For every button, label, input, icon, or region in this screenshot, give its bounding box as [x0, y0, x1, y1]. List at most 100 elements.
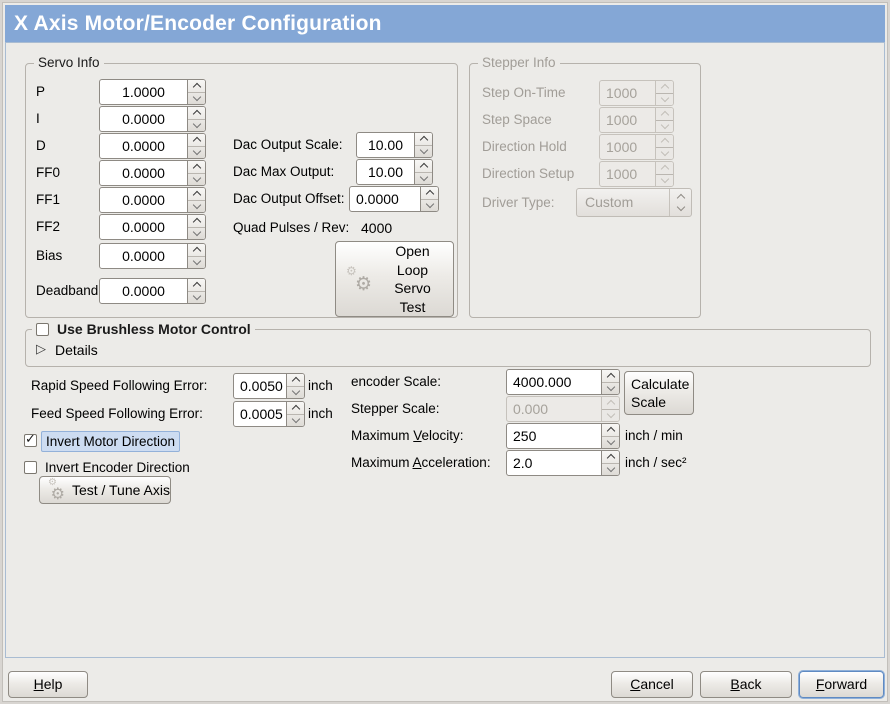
dac-output-offset-value[interactable]: 0.0000 [356, 191, 399, 207]
test-tune-axis-label: Test / Tune Axis [71, 482, 170, 498]
spin-up-button[interactable] [415, 133, 432, 145]
invert-encoder-direction-checkbox[interactable] [24, 461, 37, 474]
spin-up-button[interactable] [602, 424, 619, 436]
use-brushless-checkbox[interactable] [36, 323, 49, 336]
maximum-velocity-spinbox[interactable]: 250 [506, 423, 620, 449]
ff1-spinbox[interactable]: 0.0000 [99, 187, 206, 213]
dac-max-output-spinbox[interactable]: 10.00 [356, 159, 433, 185]
help-button[interactable]: Help [8, 671, 88, 698]
spin-buttons [655, 135, 673, 159]
spin-down-button[interactable] [188, 118, 205, 132]
open-loop-servo-test-button[interactable]: ⚙ ⚙ Open Loop Servo Test [335, 241, 454, 317]
spin-down-button[interactable] [602, 462, 619, 476]
up-arrow-icon [291, 377, 300, 386]
i-value[interactable]: 0.0000 [122, 111, 165, 127]
down-arrow-icon [291, 386, 300, 395]
spin-down-button[interactable] [188, 172, 205, 186]
dac-max-output-value[interactable]: 10.00 [367, 164, 404, 180]
spin-down-button[interactable] [415, 144, 432, 158]
spin-down-button[interactable] [188, 199, 205, 213]
spin-up-button[interactable] [415, 160, 432, 172]
spin-down-button[interactable] [188, 255, 205, 269]
maximum-velocity-value[interactable]: 250 [513, 428, 537, 444]
spin-up-button[interactable] [188, 244, 205, 256]
spin-down-button[interactable] [602, 435, 619, 449]
maximum-acceleration-unit: inch / sec² [625, 455, 687, 470]
spin-down-button[interactable] [188, 145, 205, 159]
spin-up-button[interactable] [188, 161, 205, 173]
i-spin-buttons [187, 107, 205, 131]
ff0-value[interactable]: 0.0000 [122, 165, 165, 181]
spin-up-button[interactable] [188, 107, 205, 119]
cancel-button[interactable]: Cancel [611, 671, 693, 698]
deadband-value[interactable]: 0.0000 [122, 283, 165, 299]
ff2-value[interactable]: 0.0000 [122, 219, 165, 235]
maximum-acceleration-value[interactable]: 2.0 [513, 455, 533, 471]
spin-down-button[interactable] [602, 381, 619, 395]
spin-up-button[interactable] [287, 374, 304, 386]
spin-up-button[interactable] [602, 370, 619, 382]
ff0-spin-buttons [187, 161, 205, 185]
rapid-following-error-spinbox[interactable]: 0.0050 [233, 373, 305, 399]
d-value[interactable]: 0.0000 [122, 138, 165, 154]
dac-output-offset-spinbox[interactable]: 0.0000 [349, 186, 439, 212]
rapid-following-error-value[interactable]: 0.0050 [240, 378, 283, 394]
spin-up-button[interactable] [188, 279, 205, 291]
d-spinbox[interactable]: 0.0000 [99, 133, 206, 159]
details-expander[interactable]: ▷ Details [36, 342, 98, 358]
feed-following-error-spinbox[interactable]: 0.0005 [233, 401, 305, 427]
dac-output-scale-value[interactable]: 10.00 [367, 137, 404, 153]
up-arrow-icon [192, 164, 201, 173]
up-arrow-icon [606, 427, 615, 436]
spin-down-button[interactable] [287, 413, 304, 427]
spin-down-button[interactable] [188, 226, 205, 240]
spin-down-button[interactable] [421, 198, 438, 212]
maximum-acceleration-spinbox[interactable]: 2.0 [506, 450, 620, 476]
p-spinbox[interactable]: 1.0000 [99, 79, 206, 105]
spin-up-button[interactable] [188, 134, 205, 146]
help-button-label: Help [33, 676, 63, 692]
invert-motor-direction-label[interactable]: Invert Motor Direction [41, 431, 181, 452]
direction-hold-spinbox: 1000 [599, 134, 674, 160]
back-button[interactable]: Back [700, 671, 792, 698]
spin-up-button[interactable] [421, 187, 438, 199]
test-tune-axis-button[interactable]: ⚙ ⚙ Test / Tune Axis [39, 476, 171, 504]
ff1-value[interactable]: 0.0000 [122, 192, 165, 208]
down-arrow-icon [192, 119, 201, 128]
dac-output-offset-label: Dac Output Offset: [233, 191, 345, 206]
spin-down-button[interactable] [188, 91, 205, 105]
spin-down-button[interactable] [287, 385, 304, 399]
dac-output-scale-spinbox[interactable]: 10.00 [356, 132, 433, 158]
encoder-scale-value[interactable]: 4000.000 [513, 374, 572, 390]
down-arrow-icon [192, 256, 201, 265]
ff0-spinbox[interactable]: 0.0000 [99, 160, 206, 186]
deadband-spinbox[interactable]: 0.0000 [99, 278, 206, 304]
ff2-spinbox[interactable]: 0.0000 [99, 214, 206, 240]
invert-encoder-direction-label[interactable]: Invert Encoder Direction [45, 460, 190, 475]
driver-type-label: Driver Type: [482, 195, 555, 210]
bias-value[interactable]: 0.0000 [122, 248, 165, 264]
spin-down-button [656, 146, 673, 160]
spin-up-button[interactable] [188, 188, 205, 200]
encoder-scale-spinbox[interactable]: 4000.000 [506, 369, 620, 395]
page-title: X Axis Motor/Encoder Configuration [14, 12, 382, 35]
spin-down-button[interactable] [415, 171, 432, 185]
p-value[interactable]: 1.0000 [122, 84, 165, 100]
calculate-scale-button[interactable]: Calculate Scale [624, 371, 694, 415]
spin-up-button [656, 108, 673, 120]
down-arrow-icon [676, 202, 685, 212]
spin-up-button[interactable] [188, 80, 205, 92]
invert-motor-direction-checkbox[interactable]: ✓ [24, 432, 37, 447]
spin-up-button[interactable] [188, 215, 205, 227]
spin-up-button[interactable] [602, 451, 619, 463]
stepper-scale-value: 0.000 [513, 401, 549, 417]
i-spinbox[interactable]: 0.0000 [99, 106, 206, 132]
bias-spinbox[interactable]: 0.0000 [99, 243, 206, 269]
quad-pulses-label: Quad Pulses / Rev: [233, 220, 350, 235]
spin-up-button[interactable] [287, 402, 304, 414]
stepper-scale-spinbox: 0.000 [506, 396, 620, 422]
feed-following-error-value[interactable]: 0.0005 [240, 406, 283, 422]
back-button-label: Back [730, 676, 762, 692]
forward-button[interactable]: Forward [799, 671, 884, 698]
spin-down-button[interactable] [188, 290, 205, 304]
